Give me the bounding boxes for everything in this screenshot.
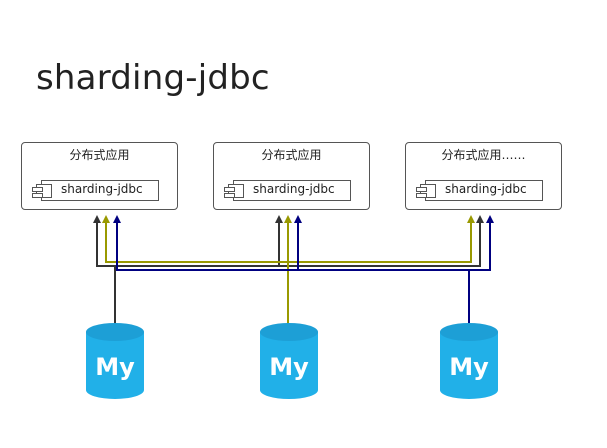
- sharding-jdbc-component: sharding-jdbc: [416, 180, 543, 201]
- component-label: sharding-jdbc: [445, 182, 527, 196]
- app-label: 分布式应用……: [441, 148, 526, 162]
- component-icon: [224, 184, 244, 198]
- wire-db3: [113, 215, 494, 325]
- database-body: [440, 332, 498, 399]
- mysql-database-icon: My: [440, 323, 498, 399]
- mysql-database-icon: My: [86, 323, 144, 399]
- component-label: sharding-jdbc: [253, 182, 335, 196]
- database-body: [86, 332, 144, 399]
- app-box-2: 分布式应用 sharding-jdbc: [213, 142, 370, 210]
- app-label: 分布式应用: [261, 148, 322, 162]
- component-icon: [416, 184, 436, 198]
- mysql-database-icon: My: [260, 323, 318, 399]
- wire-db1: [93, 215, 484, 325]
- database-top: [440, 323, 498, 341]
- diagram-title: sharding-jdbc: [36, 58, 270, 98]
- sharding-jdbc-component: sharding-jdbc: [224, 180, 351, 201]
- database-body: [260, 332, 318, 399]
- database-top: [86, 323, 144, 341]
- mysql-logo-text: My: [269, 353, 309, 381]
- wire-db2: [102, 215, 475, 325]
- sharding-jdbc-component: sharding-jdbc: [32, 180, 159, 201]
- database-top: [260, 323, 318, 341]
- app-box-1: 分布式应用 sharding-jdbc: [21, 142, 178, 210]
- mysql-logo-text: My: [95, 353, 135, 381]
- mysql-logo-text: My: [449, 353, 489, 381]
- component-label: sharding-jdbc: [61, 182, 143, 196]
- app-label: 分布式应用: [69, 148, 130, 162]
- app-box-3: 分布式应用…… sharding-jdbc: [405, 142, 562, 210]
- component-icon: [32, 184, 52, 198]
